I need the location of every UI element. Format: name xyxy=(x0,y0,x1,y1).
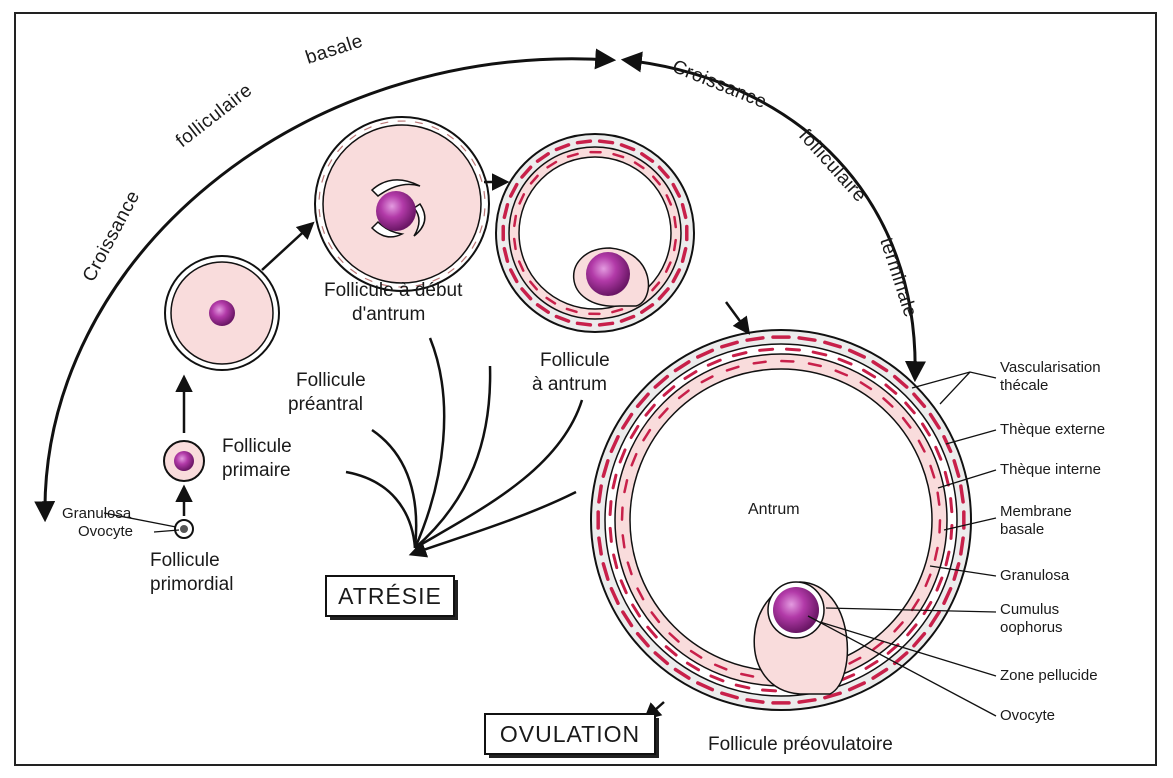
vessel-mark xyxy=(610,528,611,541)
atresia-box: ATRÉSIE xyxy=(326,576,458,620)
preantral-follicle xyxy=(165,256,279,370)
terminal-arc-word-1: Croissance xyxy=(669,56,770,113)
early-antrum-label-1: Follicule à début xyxy=(324,280,463,301)
vessel-mark xyxy=(484,209,485,216)
vessel-mark xyxy=(599,486,601,502)
vessel-mark xyxy=(674,240,675,250)
preantral-label-1: Follicule xyxy=(296,370,366,391)
vascularisation-label-1: Vascularisation xyxy=(1000,359,1101,376)
zona-label: Zone pellucide xyxy=(1000,667,1098,684)
cumulus-label-1: Cumulus xyxy=(1000,601,1059,618)
vessel-mark xyxy=(577,323,590,325)
vessel-mark xyxy=(600,141,613,143)
membrane-label-2: basale xyxy=(1000,521,1044,538)
vessel-mark xyxy=(319,210,320,217)
vessel-mark xyxy=(623,535,625,547)
early-antrum-label-2: d'antrum xyxy=(352,304,425,325)
vessel-mark xyxy=(951,499,952,512)
vessel-mark xyxy=(799,700,815,702)
basal-arc-word-3: basale xyxy=(303,31,366,69)
ovulation-box: OVULATION xyxy=(485,714,659,758)
atresia-label: ATRÉSIE xyxy=(338,583,442,609)
vessel-mark xyxy=(747,700,763,702)
primordial-granulosa-label: Granulosa xyxy=(62,505,132,522)
antrum-label: Antrum xyxy=(748,501,800,518)
vessel-mark xyxy=(577,141,590,143)
vessel-mark xyxy=(600,323,613,325)
cumulus-label-2: oophorus xyxy=(1000,619,1063,636)
vessel-mark xyxy=(754,362,766,364)
antral-label-1: Follicule xyxy=(540,350,610,371)
terminal-arc-word-3: terminale xyxy=(875,235,921,320)
early-antrum-follicle xyxy=(315,117,489,291)
granulosa-label: Granulosa xyxy=(1000,567,1070,584)
antral-follicle xyxy=(496,134,694,332)
theca-interna-label: Thèque interne xyxy=(1000,461,1101,478)
vessel-mark xyxy=(610,502,611,515)
preantral-label-2: préantral xyxy=(288,394,363,415)
vessel-mark xyxy=(484,191,485,198)
vessel-mark xyxy=(514,216,515,226)
vessel-mark xyxy=(786,349,799,350)
vessel-mark xyxy=(674,217,675,227)
ovocyte-label: Ovocyte xyxy=(1000,707,1055,724)
vessel-mark xyxy=(961,486,963,502)
primordial-label-2: primordial xyxy=(150,574,233,595)
theca-externa-label: Thèque externe xyxy=(1000,421,1105,438)
vascularisation-label-2: thécale xyxy=(1000,377,1048,394)
terminal-arc-word-2: folliculaire xyxy=(794,125,870,206)
vessel-mark xyxy=(961,538,963,554)
primordial-ovocyte-label: Ovocyte xyxy=(78,523,133,540)
vessel-mark xyxy=(938,493,940,505)
primary-follicle xyxy=(164,441,204,481)
vessel-mark xyxy=(799,338,815,340)
vessel-mark xyxy=(599,538,601,554)
basal-arc-word-1: Croissance xyxy=(79,187,145,285)
vessel-mark xyxy=(319,192,320,199)
primordial-follicle xyxy=(175,520,193,538)
vessel-mark xyxy=(760,349,773,350)
vessel-mark xyxy=(951,525,952,538)
vessel-mark xyxy=(514,239,515,249)
vessel-mark xyxy=(763,690,776,691)
preovulatory-label: Follicule préovulatoire xyxy=(708,734,893,755)
vessel-mark xyxy=(747,338,763,340)
antral-label-2: à antrum xyxy=(532,374,607,395)
ovulation-label: OVULATION xyxy=(500,721,640,747)
primary-label-1: Follicule xyxy=(222,436,292,457)
membrane-label-1: Membrane xyxy=(1000,503,1072,520)
basal-arc-word-2: folliculaire xyxy=(172,80,256,152)
primary-label-2: primaire xyxy=(222,460,291,481)
primordial-label-1: Follicule xyxy=(150,550,220,571)
